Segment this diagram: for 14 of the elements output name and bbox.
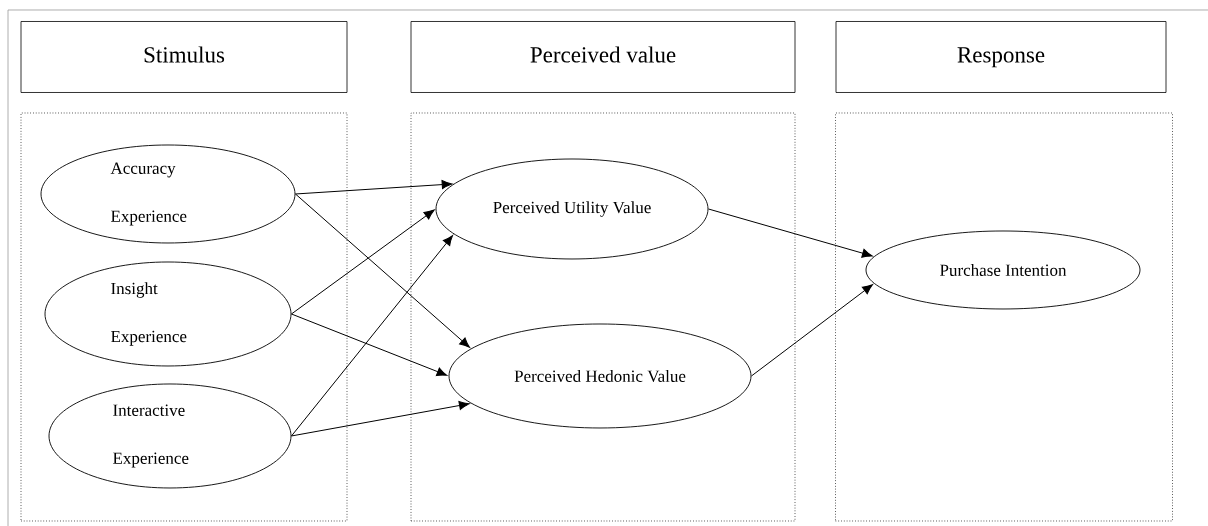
arrow — [294, 193, 471, 348]
arrow — [290, 235, 454, 437]
arrow — [290, 313, 448, 377]
dotted-panel — [410, 112, 796, 522]
arrow — [290, 209, 435, 315]
dotted-panel — [835, 112, 1173, 522]
arrow — [750, 284, 873, 377]
header-box: Perceived value — [410, 21, 796, 93]
header-box: Response — [835, 21, 1167, 93]
arrow — [294, 180, 453, 195]
arrow — [707, 208, 873, 258]
dotted-panel — [20, 112, 348, 522]
arrow — [290, 400, 470, 437]
header-box: Stimulus — [20, 21, 348, 93]
